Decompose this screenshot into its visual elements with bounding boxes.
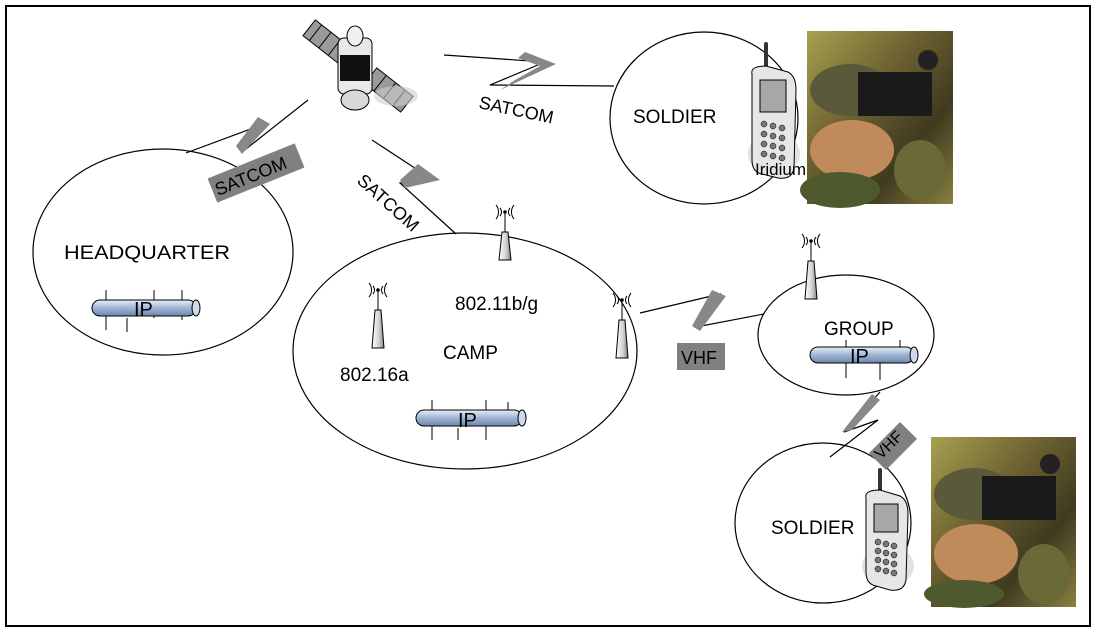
satcom-bolt-camp — [400, 164, 440, 188]
soldier-bottom-label: SOLDIER — [771, 518, 854, 539]
ip-label-camp: IP — [458, 410, 477, 432]
wimax-label: 802.16a — [340, 365, 409, 386]
satellite-icon — [303, 20, 418, 112]
soldier-photo-bottom — [924, 437, 1076, 608]
satcom-bolt-soldier — [500, 52, 556, 90]
soldier-photo-top — [800, 31, 953, 208]
satcom-label-soldier: SATCOM — [477, 92, 555, 127]
ip-label-group: IP — [850, 346, 869, 368]
wifi-label: 802.11b/g — [455, 294, 538, 315]
iridium-label: Iridium — [755, 160, 806, 179]
headquarter-label: HEADQUARTER — [64, 243, 230, 264]
soldier-top-label: SOLDIER — [633, 107, 716, 128]
vhf-label-camp-group: VHF — [681, 348, 717, 368]
group-label: GROUP — [824, 319, 894, 340]
satcom-bolt-hq — [236, 117, 270, 154]
camp-label: CAMP — [443, 343, 498, 364]
ip-label-hq: IP — [134, 299, 153, 321]
